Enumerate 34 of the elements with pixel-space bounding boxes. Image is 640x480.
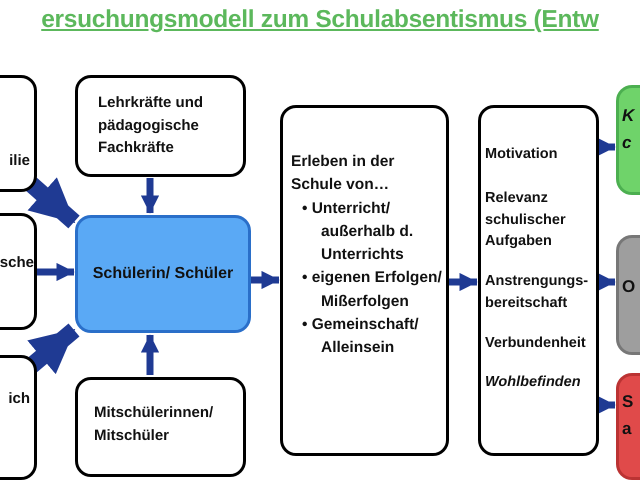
process-box	[280, 105, 449, 456]
arrow	[24, 176, 80, 228]
arrow	[598, 138, 616, 156]
arrow	[37, 262, 75, 282]
node-text: ilie	[8, 151, 30, 171]
list-item: • Unterricht/ außerhalb d. Unterrichts	[301, 198, 414, 265]
node-text: Relevanz schulischer Aufgaben	[485, 188, 567, 252]
arrow	[598, 272, 616, 292]
node-text: Lehrkräfte und pädagogische Fachkräfte	[98, 93, 204, 158]
process-box	[75, 215, 251, 333]
node-text: sche	[0, 253, 34, 273]
process-box	[75, 75, 246, 177]
node-text: S a	[622, 391, 634, 440]
node-text: Schülerin/ Schüler	[92, 264, 234, 284]
node-text: O	[622, 276, 636, 298]
node-text: Mitschülerinnen/ Mitschüler	[94, 403, 214, 446]
arrow	[140, 334, 160, 375]
node-text: Verbundenheit	[485, 334, 587, 352]
list-item: • eigenen Erfolgen/ Mißerfolgen	[301, 268, 442, 312]
node-heading: Erleben in der Schule von…	[291, 152, 396, 196]
node-text: Motivation	[485, 145, 558, 164]
arrow	[140, 178, 160, 214]
arrow	[251, 270, 280, 290]
list-item: • Gemeinschaft/ Alleinsein	[301, 314, 420, 358]
node-text: ich	[7, 389, 30, 409]
node-text: Wohlbefinden	[485, 373, 582, 392]
arrow	[449, 272, 478, 292]
node-text: K c	[622, 105, 634, 154]
process-box	[478, 105, 599, 456]
arrow	[24, 324, 80, 374]
process-box	[75, 377, 246, 477]
arrow	[598, 396, 616, 414]
node-text: Anstrengungs- bereitschaft	[485, 272, 585, 313]
diagram-title: ersuchungsmodell zum Schulabsentismus (Entw	[40, 6, 600, 34]
